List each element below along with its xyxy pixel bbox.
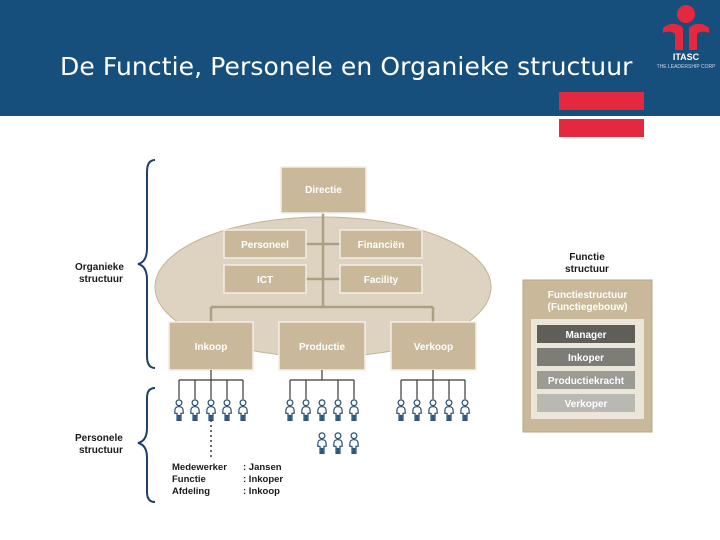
person-icon [174,399,184,421]
person-icon [444,399,454,421]
functiestructuur-subtitle: (Functiegebouw) [548,302,628,313]
detail-key-functie: Functie [172,474,206,485]
function-item-inkoper: Inkoper [568,353,604,364]
box-ict-label: ICT [257,275,273,286]
functiestructuur-title: Functiestructuur [548,290,628,301]
box-inkoop-label: Inkoop [195,342,228,353]
box-productie-label: Productie [299,342,346,353]
functie-label-line2: structuur [565,264,609,275]
person-icon [333,432,343,454]
logo-icon [663,5,709,50]
box-directie-label: Directie [305,185,342,196]
box-facility: Facility [339,264,423,294]
person-icon [301,399,311,421]
itasc-logo: ITASC THE LEADERSHIP CORP [655,2,717,76]
person-icon [285,399,295,421]
person-icon [349,399,359,421]
person-icon [206,399,216,421]
box-productie: Productie [278,321,366,371]
organieke-label-line2: structuur [79,274,123,285]
box-personeel-label: Personeel [241,240,289,251]
employee-connector-lines [178,370,466,399]
box-financien: Financiën [339,229,423,259]
person-icon [349,432,359,454]
person-icon [333,399,343,421]
functie-label-line1: Functie [569,252,605,263]
box-personeel: Personeel [223,229,307,259]
employees-inkoop [174,399,248,421]
box-inkoop: Inkoop [168,321,254,371]
org-connector-lines [209,213,435,322]
personele-label-line1: Personele [75,433,123,444]
person-icon [428,399,438,421]
employees-verkoop [396,399,470,421]
employee-details: Medewerker : Jansen Functie : Inkoper Af… [172,462,283,497]
detail-key-afdeling: Afdeling [172,486,210,497]
person-icon [222,399,232,421]
logo-name: ITASC [672,52,700,62]
person-icon [412,399,422,421]
person-icon [190,399,200,421]
box-financien-label: Financiën [358,240,405,251]
box-directie: Directie [280,166,367,214]
accent-stripe-bottom [559,119,644,137]
function-item-productiekracht: Productiekracht [548,376,625,387]
organieke-label-line1: Organieke [75,262,124,273]
box-verkoop: Verkoop [390,321,477,371]
personele-label-line2: structuur [79,445,123,456]
function-item-verkoper: Verkoper [565,399,608,410]
detail-key-medewerker: Medewerker [172,462,227,473]
person-icon [317,432,327,454]
page-title: De Functie, Personele en Organieke struc… [60,52,633,81]
accent-stripe-top [559,92,644,110]
detail-value-functie: : Inkoper [243,474,283,485]
personele-brace [137,387,156,503]
box-facility-label: Facility [364,275,399,286]
employees-productie [285,399,359,454]
person-icon [396,399,406,421]
detail-value-afdeling: : Inkoop [243,486,280,497]
functiestructuur-panel: Functiestructuur (Functiegebouw) Manager… [522,279,653,433]
person-icon [460,399,470,421]
box-ict: ICT [223,264,307,294]
detail-value-medewerker: : Jansen [243,462,282,473]
person-icon [238,399,248,421]
box-verkoop-label: Verkoop [414,342,453,353]
person-icon [317,399,327,421]
organieke-brace [137,159,156,369]
function-item-manager: Manager [565,330,606,341]
logo-tagline: THE LEADERSHIP CORP [656,64,716,70]
